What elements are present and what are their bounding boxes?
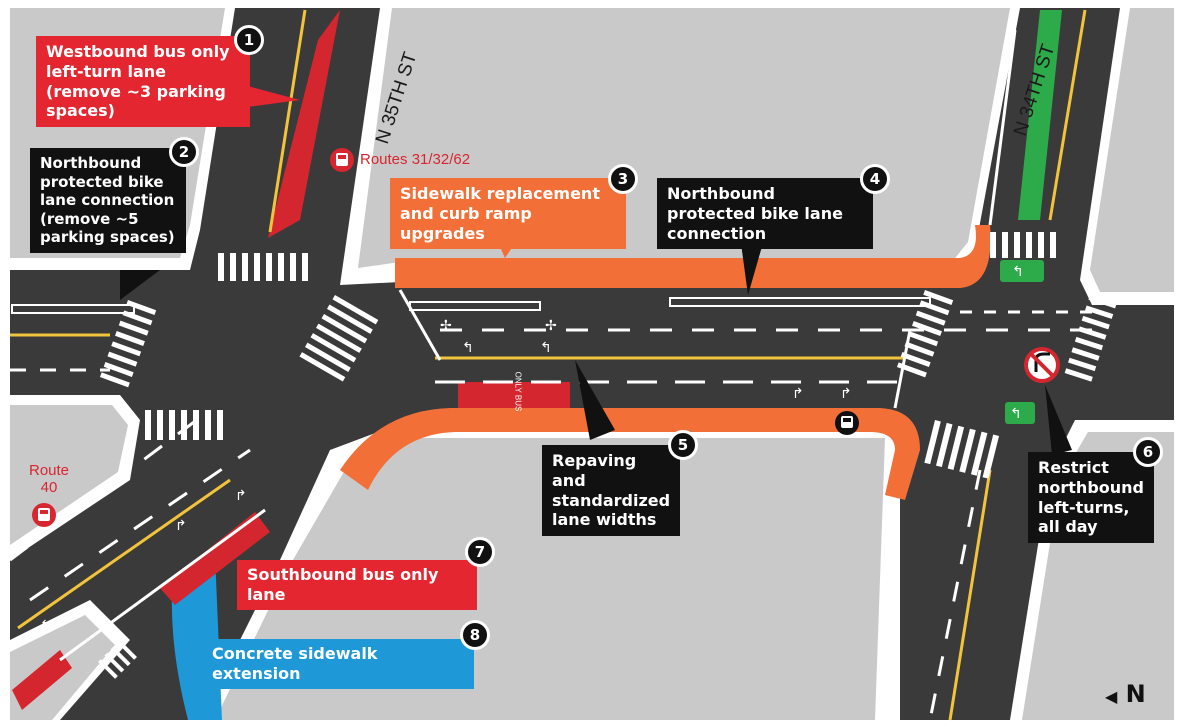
svg-text:✢: ✢ xyxy=(440,317,452,333)
callout-4-number-badge: 4 xyxy=(860,164,890,194)
callout-5-repaving: Repaving and standardized lane widths xyxy=(542,445,680,537)
pavement-only-text: ONLY xyxy=(513,371,523,393)
svg-text:↱: ↱ xyxy=(235,487,247,503)
callout-8-text: Concrete sidewalk extension xyxy=(212,644,378,683)
svg-text:↰: ↰ xyxy=(540,339,552,355)
svg-text:↱: ↱ xyxy=(792,385,804,401)
bus-stop-icon xyxy=(835,411,859,435)
callout-2-bike-connection: Northbound protected bike lane connectio… xyxy=(30,148,186,253)
callout-7-number-badge: 7 xyxy=(465,537,495,567)
bus-only-lanes xyxy=(12,10,570,710)
svg-text:↱: ↱ xyxy=(840,385,852,401)
callout-5-text: Repaving and standardized lane widths xyxy=(552,451,671,530)
callout-7-southbound-bus-lane: Southbound bus only lane xyxy=(237,560,477,610)
yellow-center-lines xyxy=(10,9,1087,721)
route-label-31-32-62: Routes 31/32/62 xyxy=(360,151,471,168)
callout-6-restrict-left-turns: Restrict northbound left-turns, all day xyxy=(1028,452,1154,544)
callout-1-westbound-bus-lane: Westbound bus only left-turn lane (remov… xyxy=(36,36,250,128)
pavement-bus-only-marking: ONLY BUS xyxy=(513,372,522,412)
callout-6-text: Restrict northbound left-turns, all day xyxy=(1038,458,1144,537)
svg-text:↰: ↰ xyxy=(1010,405,1022,421)
bike-box-south xyxy=(1005,402,1035,424)
north-arrow: ◀ N xyxy=(1105,680,1146,708)
callout-2-number-badge: 2 xyxy=(169,137,199,167)
green-bike-lane xyxy=(1018,10,1062,220)
bike-buffers xyxy=(11,297,931,314)
no-left-turn-sign-icon xyxy=(1024,347,1060,383)
route-label-40: Route 40 xyxy=(28,462,70,496)
svg-text:✢: ✢ xyxy=(545,317,557,333)
north-arrow-icon: ◀ xyxy=(1105,687,1118,706)
callout-4-text: Northbound protected bike lane connectio… xyxy=(667,184,843,243)
pavement-bus-text: BUS xyxy=(513,394,523,412)
callout-2-text: Northbound protected bike lane connectio… xyxy=(40,154,175,247)
turn-arrows: ↰ ↰ ↱ ↱ ✢ ✢ ↰ ↰ ↱ ↱ ↰ xyxy=(40,263,1024,633)
crosswalks xyxy=(98,232,1117,679)
svg-text:↰: ↰ xyxy=(40,617,52,633)
bike-box-north xyxy=(1000,260,1044,282)
sidewalk-replacement-highlight xyxy=(340,225,991,500)
route-bus-icon-left xyxy=(32,503,56,527)
callout-1-number-badge: 1 xyxy=(234,25,264,55)
callout-6-number-badge: 6 xyxy=(1133,437,1163,467)
north-arrow-label: N xyxy=(1125,680,1146,708)
callout-3-sidewalk-replacement: Sidewalk replacement and curb ramp upgra… xyxy=(390,178,626,250)
callout-4-bike-connection: Northbound protected bike lane connectio… xyxy=(657,178,873,250)
callout-3-text: Sidewalk replacement and curb ramp upgra… xyxy=(400,184,600,243)
callout-8-number-badge: 8 xyxy=(460,620,490,650)
callout-8-concrete-extension: Concrete sidewalk extension xyxy=(202,639,474,689)
svg-text:↰: ↰ xyxy=(1012,263,1024,279)
svg-text:↰: ↰ xyxy=(462,339,474,355)
callout-7-text: Southbound bus only lane xyxy=(247,565,439,604)
svg-text:↱: ↱ xyxy=(175,517,187,533)
route-bus-icon-top xyxy=(330,148,354,172)
callout-1-text: Westbound bus only left-turn lane (remov… xyxy=(46,42,230,121)
callout-pointers xyxy=(120,236,1072,455)
callout-3-number-badge: 3 xyxy=(608,164,638,194)
callout-5-number-badge: 5 xyxy=(668,430,698,460)
